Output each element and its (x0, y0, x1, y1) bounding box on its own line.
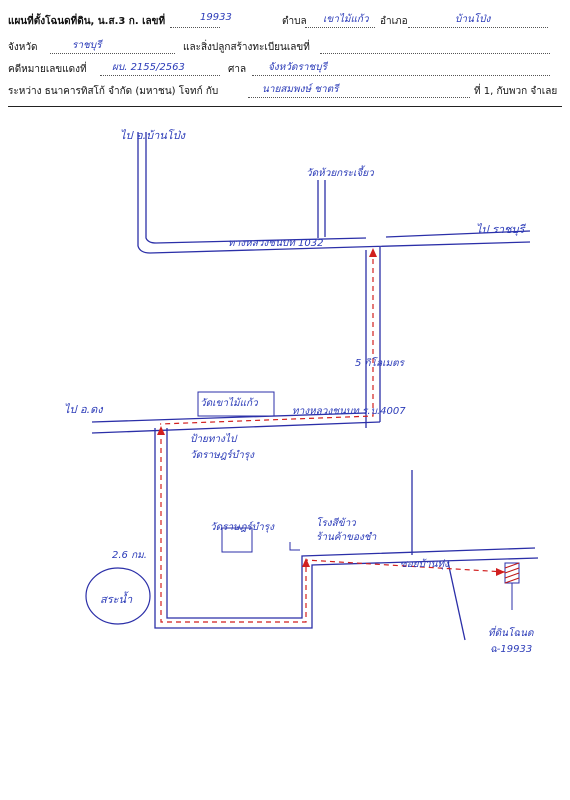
label-distance-5km: 5 กิโลเมตร (355, 358, 404, 369)
label-road-top: ทางหลวงชนบท 1032 (228, 238, 324, 249)
subdistrict-label: ตำบล (282, 16, 307, 27)
label-distance-2km: 2.6 กม. (112, 550, 147, 561)
factory-mark (289, 542, 300, 551)
parties-label: ระหว่าง ธนาคารทิสโก้ จำกัด (มหาชน) โจทก์… (8, 86, 219, 97)
road-mid (91, 412, 539, 641)
label-factory: โรงสีข้าว (316, 518, 356, 529)
dots-3 (408, 27, 548, 28)
case-number: ผบ. 2155/2563 (112, 62, 185, 73)
label-turn-note: ป้ายทางไป (190, 434, 237, 445)
pond-shape (85, 567, 151, 625)
route-path (159, 250, 506, 623)
label-to-north-left: ไป อ.บ้านโป่ง (120, 129, 186, 142)
school-box (221, 527, 253, 553)
label-factory2: ร้านค้าของชำ (316, 532, 377, 543)
deed-form-header: แผนที่ตั้งโฉนดที่ดิน, น.ส.3 ก. เลขที่ 19… (0, 0, 570, 110)
dots-1 (170, 27, 220, 28)
label-to-right-top: ไป ราชบุรี (476, 223, 525, 236)
case-label: คดีหมายเลขแดงที่ (8, 64, 87, 75)
label-to-left-mid: ไป อ.ดง (64, 403, 103, 416)
deed-number: 19933 (200, 12, 232, 23)
label-parcel: ที่ดินโฉนด (488, 628, 534, 639)
label-temple-top: วัดห้วยกระเจี้ยว (306, 168, 374, 179)
dots-6 (100, 75, 220, 76)
subdistrict-value: เขาไม้แก้ว (323, 14, 369, 25)
label-road-mid: ทางหลวงชนบท ร.บ.4007 (292, 406, 406, 417)
province-value: ราชบุรี (72, 40, 102, 51)
label-parcel-number: ฉ-19933 (490, 644, 533, 655)
district-value: บ้านโป่ง (455, 14, 491, 25)
route-arrows (157, 248, 505, 576)
label-soi: ซอยบ้านทุ่ง (400, 559, 449, 570)
location-map (85, 132, 539, 641)
court-label: ศาล (228, 64, 247, 75)
dots-4 (50, 53, 175, 54)
title-label: แผนที่ตั้งโฉนดที่ดิน, น.ส.3 ก. เลขที่ (8, 16, 166, 27)
dots-7 (252, 75, 550, 76)
road-top (137, 132, 531, 428)
label-pond: สระน้ำ (100, 593, 133, 606)
building-label: และสิ่งปลูกสร้างทะเบียนเลขที่ (183, 42, 310, 53)
label-turn-note2: วัดราษฎร์บำรุง (190, 450, 254, 461)
defendant-value: นายสมพงษ์ ชาตรี (262, 84, 339, 95)
parcel-marker (504, 562, 520, 610)
dots-2 (305, 27, 375, 28)
header-rule (8, 106, 562, 107)
district-label: อำเภอ (380, 16, 408, 27)
label-school: วัดราษฎร์บำรุง (210, 522, 274, 533)
sheet-label: ที่ 1, กับพวก จำเลย (474, 86, 558, 97)
temple-mid-box (197, 391, 275, 417)
court-value: จังหวัดราชบุรี (268, 62, 327, 73)
form-row-1: แผนที่ตั้งโฉนดที่ดิน, น.ส.3 ก. เลขที่ (8, 14, 562, 29)
label-temple-mid: วัดเขาไม้แก้ว (200, 398, 258, 409)
dots-5 (320, 53, 550, 54)
province-label: จังหวัด (8, 42, 38, 53)
dots-8 (248, 97, 470, 98)
